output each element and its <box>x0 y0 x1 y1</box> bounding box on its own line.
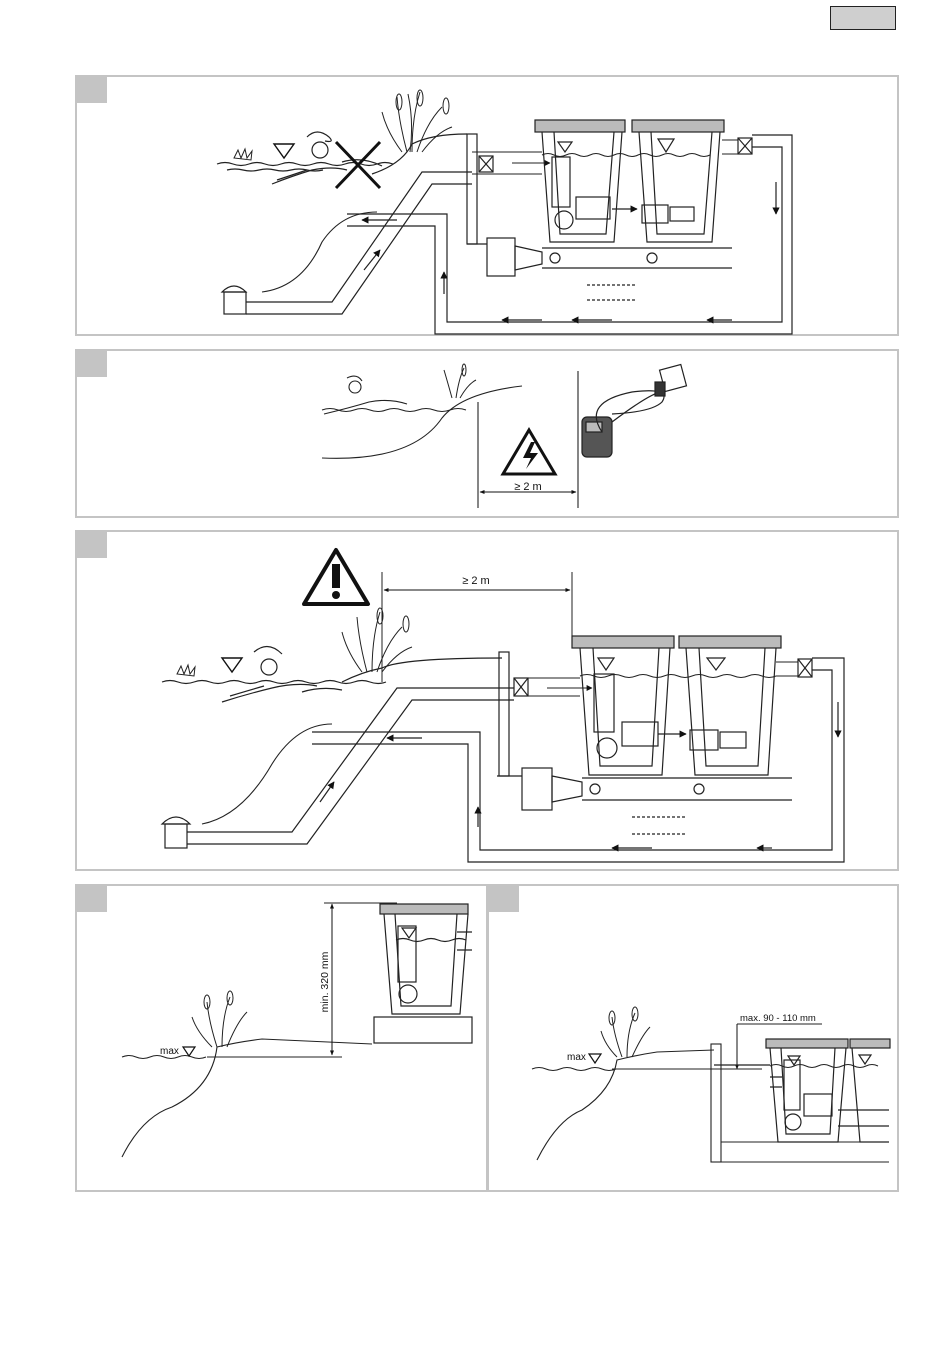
figure-panel-4: max min. 320 mm <box>75 884 488 1192</box>
figure-panel-3: ≥ 2 m <box>75 530 899 871</box>
warning-icon <box>304 550 368 604</box>
filter-unit-1 <box>535 120 625 242</box>
electric-hazard-icon <box>503 430 555 474</box>
filter-unit-1 <box>572 636 674 775</box>
distance-label: ≥ 2 m <box>462 575 489 587</box>
distance-label: ≥ 2 m <box>514 481 541 493</box>
water-lily-icon <box>234 149 252 160</box>
water-level-icon <box>222 658 242 672</box>
reed-plant-icon <box>601 1007 650 1057</box>
uv-clarifier <box>467 134 732 300</box>
illustration-electrical-distance: ≥ 2 m <box>77 351 901 520</box>
figure-panel-2: ≥ 2 m <box>75 349 899 518</box>
page-tab <box>830 6 896 30</box>
illustration-max-height: max max. 90 - 110 mm <box>489 886 901 1194</box>
filter-unit-1 <box>714 1039 848 1142</box>
water-lily-icon <box>177 665 195 676</box>
illustration-min-height: max min. 320 mm <box>77 886 490 1194</box>
swimmer-icon <box>222 646 342 702</box>
return-pipe <box>312 658 844 862</box>
water-level-icon <box>274 144 294 158</box>
max-level-label: max <box>160 1046 179 1057</box>
figure-panel-1 <box>75 75 899 336</box>
pump-with-plug-icon <box>582 365 686 457</box>
illustration-safe-distance-setup: ≥ 2 m <box>77 532 901 873</box>
pond-water-line <box>217 163 393 172</box>
reed-plant-icon <box>192 991 247 1047</box>
water-level-icon <box>589 1054 601 1063</box>
water-level-icon <box>183 1047 195 1056</box>
bottom-drain-icon <box>222 286 246 314</box>
reed-plant-icon <box>444 364 476 398</box>
bottom-drain-icon <box>162 817 190 848</box>
inlet-pipe <box>187 688 514 844</box>
figure-panel-5: max max. 90 - 110 mm <box>487 884 899 1192</box>
min-height-label: min. 320 mm <box>319 951 331 1012</box>
max-level-label: max <box>567 1052 586 1063</box>
reed-plant-icon <box>382 90 452 152</box>
inlet-pipe <box>246 172 472 314</box>
max-height-label: max. 90 - 110 mm <box>740 1013 816 1024</box>
filter-unit <box>374 904 472 1043</box>
filter-unit-2 <box>658 636 781 775</box>
illustration-no-swimming-pond <box>77 77 901 338</box>
filter-unit-2 <box>612 120 724 242</box>
uv-clarifier <box>497 652 792 834</box>
